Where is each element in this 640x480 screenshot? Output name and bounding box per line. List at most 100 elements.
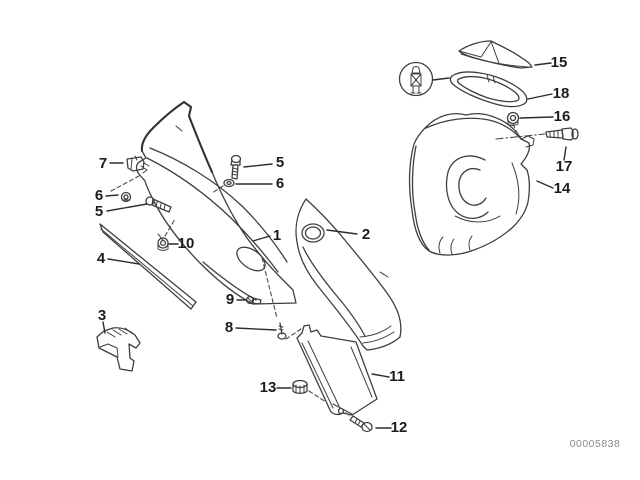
dash-washer6r-part1 bbox=[211, 185, 224, 194]
part-18-clasp-b bbox=[492, 75, 496, 84]
part-2-hole-inner bbox=[304, 226, 322, 240]
callout-17[interactable]: 17 bbox=[556, 158, 573, 175]
callout-9[interactable]: 9 bbox=[226, 291, 234, 308]
clip-7-inner bbox=[130, 155, 150, 171]
part-2-end-line-a bbox=[362, 331, 395, 344]
washer-6r-inner bbox=[226, 180, 232, 186]
leader-3 bbox=[102, 321, 106, 334]
leader-6-left bbox=[105, 194, 119, 197]
callout-12[interactable]: 12 bbox=[391, 419, 408, 436]
part-3-inner bbox=[99, 343, 119, 358]
fastener-6-right-washer bbox=[223, 178, 235, 188]
screw-12-head bbox=[361, 421, 373, 433]
part-18-clasp-a bbox=[486, 74, 490, 83]
part-15-bottom-line bbox=[460, 53, 529, 68]
bolt-5r-threads bbox=[231, 167, 238, 176]
screw-8-head bbox=[277, 332, 287, 340]
part-1-recess bbox=[236, 246, 266, 272]
screw-12-slot bbox=[363, 423, 371, 431]
screw-9-shaft bbox=[251, 297, 262, 305]
part-11-line-c bbox=[350, 346, 373, 398]
clip-legs bbox=[410, 85, 422, 94]
detail-circle bbox=[398, 61, 434, 97]
drawing-number: 00005838 bbox=[570, 438, 621, 450]
callout-6-left[interactable]: 6 bbox=[95, 187, 103, 204]
leader-2 bbox=[326, 229, 358, 235]
dash-screw8-part11 bbox=[285, 328, 302, 340]
screw-12-shaft bbox=[349, 415, 365, 428]
fastener-8-screw bbox=[277, 322, 287, 340]
part-3-hatch-2 bbox=[112, 329, 122, 336]
leader-15 bbox=[534, 62, 552, 66]
bolt-5l-head bbox=[145, 196, 155, 206]
fastener-9-screw bbox=[245, 295, 262, 305]
callout-14[interactable]: 14 bbox=[554, 180, 571, 197]
leader-clip-detail bbox=[432, 77, 450, 81]
leader-lines bbox=[102, 62, 567, 429]
callout-16[interactable]: 16 bbox=[554, 108, 571, 125]
callout-2[interactable]: 2 bbox=[362, 226, 370, 243]
part-2-notch bbox=[379, 271, 389, 278]
fastener-13-grommet bbox=[292, 379, 308, 394]
part-14-mount-tab bbox=[520, 135, 535, 148]
bolt-5r-head bbox=[230, 154, 242, 164]
callout-3[interactable]: 3 bbox=[98, 307, 106, 324]
callout-18[interactable]: 18 bbox=[553, 85, 570, 102]
callout-10[interactable]: 10 bbox=[178, 235, 195, 252]
part-1-trim-panel bbox=[135, 100, 297, 305]
fastener-6-left-nut bbox=[120, 191, 132, 203]
part-14-pleat-3 bbox=[468, 235, 473, 251]
callout-5-left[interactable]: 5 bbox=[95, 203, 103, 220]
clip-body bbox=[410, 73, 422, 87]
bolt-17-washer bbox=[571, 128, 579, 140]
part-18-strap bbox=[449, 71, 528, 108]
fastener-12-screw bbox=[349, 415, 373, 433]
part-4-inner-line bbox=[100, 228, 194, 307]
part-1-tick-b bbox=[157, 233, 164, 241]
callout-15[interactable]: 15 bbox=[551, 54, 568, 71]
part-14-top-face bbox=[425, 117, 522, 140]
leader-16 bbox=[519, 116, 554, 119]
leader-5-right bbox=[243, 163, 273, 168]
part-2-contour bbox=[302, 246, 366, 337]
part-11-line-b bbox=[307, 340, 340, 407]
grommet-13-ridges bbox=[295, 384, 305, 394]
nut-16-flange bbox=[507, 119, 519, 126]
part-2-outline bbox=[295, 198, 402, 351]
alignment-lines bbox=[110, 123, 546, 416]
dash-clip7-part1 bbox=[110, 175, 140, 192]
part-1-tick-a bbox=[175, 125, 183, 132]
part-18-outer bbox=[449, 71, 528, 108]
leader-18 bbox=[527, 93, 553, 100]
callout-5-right[interactable]: 5 bbox=[276, 154, 284, 171]
part-1-contour-a bbox=[149, 147, 288, 263]
part-14-left-face bbox=[411, 145, 430, 251]
part-14-outline bbox=[408, 112, 531, 256]
screw-8-shaft bbox=[279, 322, 283, 335]
screw-12-threads bbox=[354, 418, 361, 426]
nut-6l-outer bbox=[120, 191, 132, 203]
part-1-top-edge bbox=[140, 100, 214, 174]
dashdot-bolt17-axis bbox=[495, 133, 546, 140]
callout-1[interactable]: 1 bbox=[273, 227, 281, 244]
nut-16-inner bbox=[509, 114, 517, 122]
callout-6-right[interactable]: 6 bbox=[276, 175, 284, 192]
part-14-pleat-1 bbox=[438, 236, 444, 254]
fastener-7-clip bbox=[126, 155, 150, 172]
fastener-10-nut bbox=[157, 237, 169, 251]
leader-5-left bbox=[106, 203, 148, 212]
callout-13[interactable]: 13 bbox=[260, 379, 277, 396]
leader-14 bbox=[536, 180, 554, 189]
part-3-hatch-4 bbox=[124, 327, 134, 335]
part-15-wedge bbox=[458, 40, 533, 69]
part-11-line-a bbox=[301, 342, 334, 409]
callout-7[interactable]: 7 bbox=[99, 155, 107, 172]
callout-8[interactable]: 8 bbox=[225, 319, 233, 336]
part-3-outline bbox=[96, 327, 141, 372]
dash-nut10-part1 bbox=[164, 218, 176, 237]
callout-11[interactable]: 11 bbox=[389, 368, 405, 385]
part-1-contour-b bbox=[146, 157, 279, 273]
callout-4[interactable]: 4 bbox=[97, 250, 106, 267]
nut-10-outer bbox=[157, 237, 169, 249]
nut-10-inner bbox=[159, 239, 167, 247]
